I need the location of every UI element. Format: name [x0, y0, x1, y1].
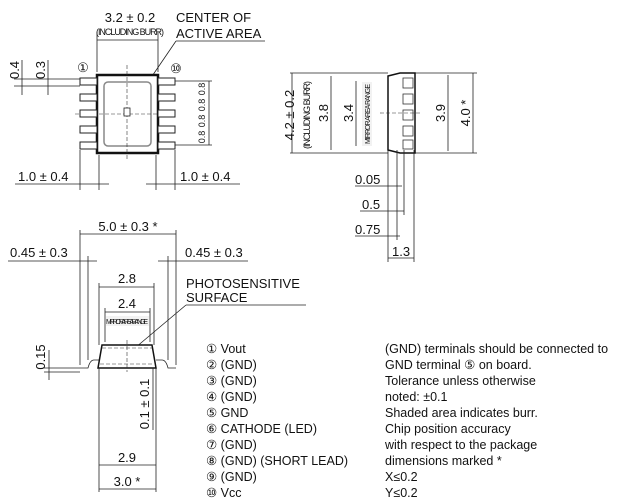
pitch-dim: 0.8: [197, 83, 207, 96]
lead-left-dim: 1.0 ± 0.4: [18, 169, 69, 184]
dim-4-0: 4.0 *: [458, 100, 473, 127]
pin10-marker: ⑩: [170, 61, 182, 76]
dim-2-4: 2.4: [118, 296, 136, 311]
side-height-dim: 4.2 ± 0.2: [282, 90, 297, 141]
pitch-dim: 0.8: [197, 115, 207, 128]
lead-right-front-dim: 0.45 ± 0.3: [185, 245, 243, 260]
pin1-marker: ①: [77, 60, 89, 75]
dim-3-9: 3.9: [433, 104, 448, 122]
photosensitive-callout-1: PHOTOSENSITIVE: [186, 276, 300, 291]
top-width-note: (INCLUDING BURR): [96, 27, 164, 37]
dim-3-0: 3.0 *: [114, 474, 141, 489]
pitch-dim: 0.8: [197, 99, 207, 112]
dim-1-3: 1.3: [392, 244, 410, 259]
dim-0-3: 0.3: [33, 61, 48, 79]
note-line: Tolerance unless otherwise: [385, 374, 536, 388]
note-line: X≤0.2: [385, 470, 418, 484]
note-line: GND terminal ⑤ on board.: [385, 358, 532, 372]
pin-item: ① Vout: [206, 342, 246, 356]
pin-item: ⑧ (GND) (SHORT LEAD): [206, 454, 349, 468]
note-line: Y≤0.2: [385, 486, 418, 500]
notes: (GND) terminals should be connected to G…: [385, 341, 608, 501]
side-view: 4.2 ± 0.2 (INCLUDING BURR) 3.8 3.4 MIRRO…: [282, 72, 477, 262]
dim-0-15: 0.15: [33, 344, 48, 369]
dim-0-5: 0.5: [362, 197, 380, 212]
pitch-dim: 0.8: [197, 131, 207, 144]
photosensitive-callout-2: SURFACE: [186, 290, 248, 305]
lead-left-front: [80, 359, 99, 369]
dim-3-8: 3.8: [316, 104, 331, 122]
dim-2-9: 2.9: [118, 450, 136, 465]
front-view: 5.0 ± 0.3 * 0.45 ± 0.3 0.45 ± 0.3 2.8 2.…: [8, 219, 306, 492]
dim-2-8: 2.8: [118, 271, 136, 286]
note-line: with respect to the package: [385, 438, 538, 452]
dim-0-05: 0.05: [355, 172, 380, 187]
dim-0-4: 0.4: [7, 61, 22, 79]
pin-item: ③ (GND): [206, 374, 257, 388]
pin-item: ⑩ Vcc: [206, 486, 242, 500]
top-view: 3.2 ± 0.2 (INCLUDING BURR) CENTER OF ACT…: [7, 10, 265, 190]
active-area-marker: [123, 107, 131, 117]
pins-right: [157, 77, 176, 150]
dim-3-4: 3.4: [341, 104, 356, 122]
pin-item: ⑨ (GND): [206, 470, 257, 484]
note-line: noted: ±0.1: [385, 390, 448, 404]
overall-width-dim: 5.0 ± 0.3 *: [98, 219, 157, 234]
pin-item: ⑥ CATHODE (LED): [206, 422, 317, 436]
front-mirror-label: MIRROR AREA RANGE: [106, 319, 148, 326]
side-height-note: (INCLUDING BURR): [302, 81, 312, 149]
center-callout-2: ACTIVE AREA: [176, 26, 262, 41]
pin-list: ① Vout ② (GND) ③ (GND) ④ (GND) ⑤ GND ⑥ C…: [206, 341, 348, 501]
note-line: Chip position accuracy: [385, 422, 511, 436]
pin-item: ④ (GND): [206, 390, 257, 404]
top-width-dim: 3.2 ± 0.2: [105, 10, 156, 25]
side-mirror-label: MIRROR AREA RANGE: [365, 84, 372, 144]
note-line: dimensions marked *: [385, 454, 502, 468]
pins-left: [79, 77, 98, 150]
note-line: (GND) terminals should be connected to: [385, 342, 609, 356]
note-line: Shaded area indicates burr.: [385, 406, 538, 420]
center-callout-1: CENTER OF: [176, 10, 251, 25]
dim-0-75: 0.75: [355, 222, 380, 237]
lead-left-front-dim: 0.45 ± 0.3: [10, 245, 68, 260]
dim-0-1: 0.1 ± 0.1: [137, 379, 152, 430]
pin-item: ② (GND): [206, 358, 257, 372]
lead-right-dim: 1.0 ± 0.4: [180, 169, 231, 184]
pin-item: ⑤ GND: [206, 406, 249, 420]
pin-item: ⑦ (GND): [206, 438, 257, 452]
lead-right-front: [156, 359, 176, 369]
